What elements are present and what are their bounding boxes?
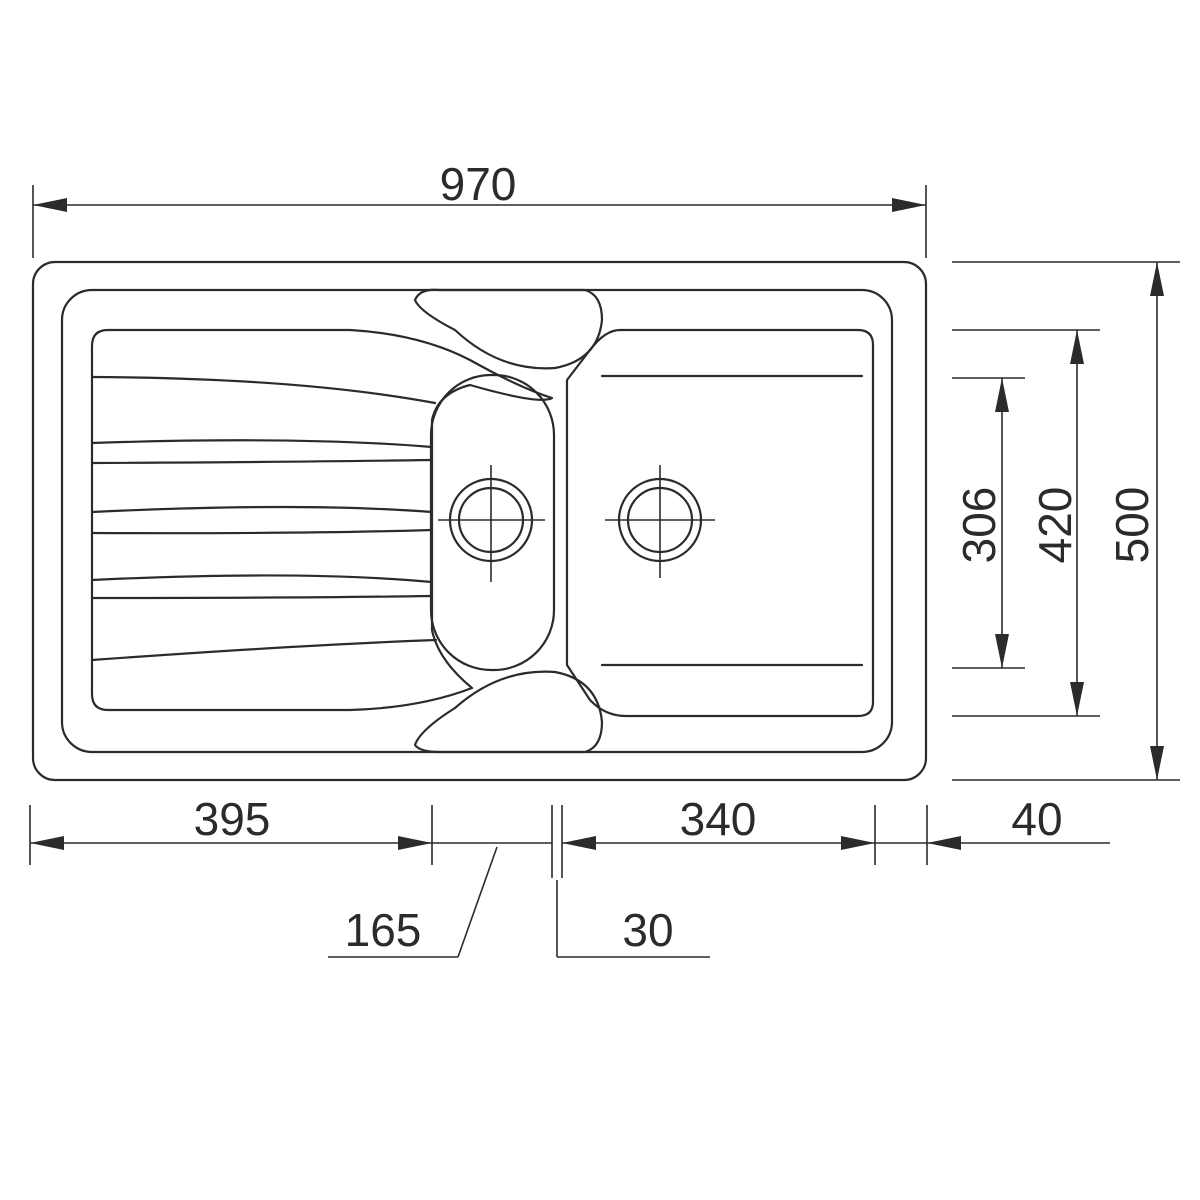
dimension-drainer-width: 395 bbox=[30, 793, 432, 850]
dimension-overall-width: 970 bbox=[32, 158, 927, 258]
sink-outer-rim bbox=[31, 260, 928, 782]
dimension-small-bowl-width: 165 bbox=[328, 842, 552, 958]
small-bowl-width-label: 165 bbox=[345, 904, 422, 956]
main-bowl-width-label: 340 bbox=[680, 793, 757, 845]
small-bowl-drain-icon bbox=[438, 465, 545, 582]
drainer-groove bbox=[90, 528, 434, 535]
dimension-main-bowl-width: 340 bbox=[562, 793, 875, 850]
small-bowl-depth-label: 306 bbox=[953, 487, 1005, 564]
drainer-groove bbox=[90, 574, 434, 584]
divider-width-label: 30 bbox=[622, 904, 673, 956]
drainer-groove bbox=[90, 638, 438, 662]
small-bowl bbox=[429, 373, 556, 672]
main-bowl-drain-icon bbox=[605, 465, 715, 578]
overall-depth-label: 500 bbox=[1106, 487, 1158, 564]
drainer-groove bbox=[90, 458, 434, 465]
drainer-width-label: 395 bbox=[194, 793, 271, 845]
dimension-overall-depth: 500 bbox=[1106, 262, 1164, 780]
drainer-groove bbox=[90, 375, 437, 405]
dimension-bowl-depth: 420 bbox=[1029, 330, 1084, 716]
drainer-groove bbox=[90, 439, 434, 449]
edge-margin-label: 40 bbox=[1011, 793, 1062, 845]
dimension-edge-margin: 40 bbox=[875, 793, 1110, 850]
dimension-divider-width: 30 bbox=[556, 880, 710, 958]
top-lobe bbox=[413, 288, 604, 370]
dimension-small-bowl-depth: 306 bbox=[953, 378, 1009, 668]
overall-width-label: 970 bbox=[440, 158, 517, 210]
bowl-depth-label: 420 bbox=[1029, 487, 1081, 564]
sink-inner-rim bbox=[60, 288, 894, 754]
sink-outline bbox=[31, 260, 928, 782]
main-bowl bbox=[565, 328, 875, 718]
drainer-groove bbox=[90, 505, 434, 514]
bottom-lobe bbox=[413, 670, 604, 754]
drainer-groove bbox=[90, 594, 434, 600]
